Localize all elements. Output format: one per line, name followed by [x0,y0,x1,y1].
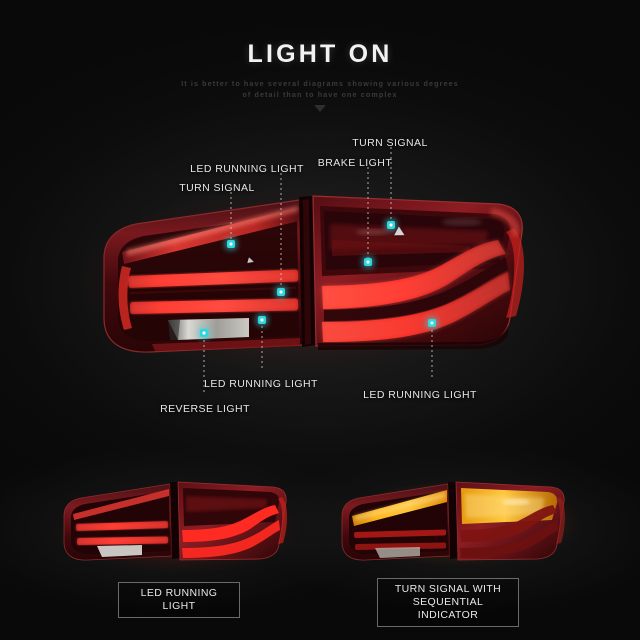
led-running-light-lamp-svg [62,481,302,574]
callout-leader-line [203,340,205,395]
callout-marker-dot[interactable] [387,221,395,229]
callout-marker-dot[interactable] [200,329,208,337]
caption-led-running-light: LED RUNNING LIGHT [118,582,240,619]
caption-line-1: LED RUNNING LIGHT [140,587,218,613]
page-subtitle: It is better to have several diagrams sh… [0,78,640,100]
callout-marker-dot[interactable] [258,316,266,324]
callout-leader-line [261,326,263,370]
subtitle-line-2: of detail than to have one complex [242,90,398,100]
header: LIGHT ON It is better to have several di… [0,40,640,113]
callout-leader-line [431,330,433,380]
turn-signal-lamp-svg [335,481,585,572]
caption-turn-signal: TURN SIGNAL WITH SEQUENTIAL INDICATOR [377,578,519,628]
callout-label: BRAKE LIGHT [317,157,393,169]
callout-label: LED RUNNING LIGHT [190,163,304,175]
callout-marker-dot[interactable] [364,258,372,266]
callout-marker-dot[interactable] [277,288,285,296]
callout-leader-line [230,192,232,240]
chevron-down-icon [314,105,326,113]
page-title: LIGHT ON [247,40,393,68]
caption-line-1: TURN SIGNAL WITH [394,583,502,595]
callout-leader-line [280,173,282,288]
callout-label: LED RUNNING LIGHT [204,378,318,390]
callout-leader-line [367,167,369,258]
subtitle-line-1: It is better to have several diagrams sh… [181,79,459,88]
caption-line-2: SEQUENTIAL INDICATOR [412,596,484,622]
callout-marker-dot[interactable] [227,240,235,248]
callout-marker-dot[interactable] [428,319,436,327]
callout-label: TURN SIGNAL [352,137,428,149]
callout-label: LED RUNNING LIGHT [363,389,477,401]
callout-label: TURN SIGNAL [179,182,255,194]
callout-label: REVERSE LIGHT [160,403,250,415]
callout-leader-line [390,147,392,221]
